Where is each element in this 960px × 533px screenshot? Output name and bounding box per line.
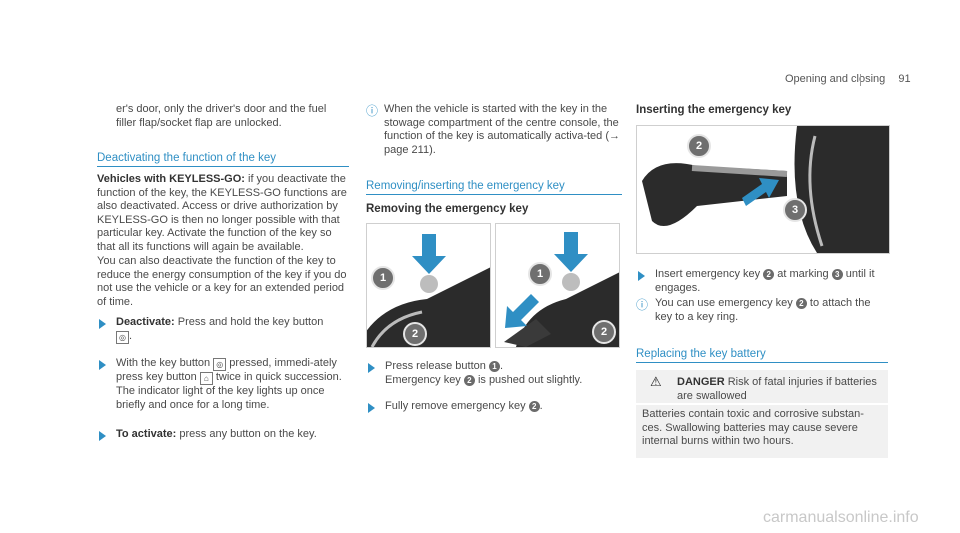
keyless-go-paragraph: Vehicles with KEYLESS-GO: if you deactiv… bbox=[97, 173, 349, 255]
step2-c: twice in quick succession. bbox=[215, 371, 342, 383]
key-ring-note: You can use emergency key 2 to attach th… bbox=[655, 297, 887, 324]
key-illustration bbox=[367, 234, 490, 347]
info-icon: ⓘ bbox=[636, 298, 649, 312]
callout-1: 1 bbox=[528, 262, 552, 286]
step2-d: The indicator light of the key lights up… bbox=[116, 385, 325, 411]
deactivate-text: Press and hold the key button bbox=[177, 316, 324, 328]
insert-c: until it engages. bbox=[655, 268, 875, 294]
page-header: Opening and closing 91 bbox=[785, 73, 911, 85]
energy-paragraph: You can also deactivate the function of … bbox=[97, 255, 347, 308]
marker-2: 2 bbox=[528, 401, 540, 412]
remove-fully-step: Fully remove emergency key 2. bbox=[385, 400, 543, 412]
activate-text: press any button on the key. bbox=[179, 428, 317, 440]
marker-2: 2 bbox=[463, 374, 475, 386]
trunk-icon: ⌂ bbox=[199, 372, 213, 385]
insert-a: Insert emergency key bbox=[655, 268, 761, 280]
press-release-step: Press release button 1. Emergency key 2 … bbox=[385, 360, 583, 386]
insert-b: at marking bbox=[777, 268, 829, 280]
callout-2: 2 bbox=[687, 134, 711, 158]
step-arrow-icon bbox=[99, 431, 106, 441]
callout-2: 2 bbox=[403, 322, 427, 346]
page-number: 91 bbox=[898, 73, 911, 85]
step-arrow-icon bbox=[99, 360, 106, 370]
auto-activate-note: When the vehicle is started with the key… bbox=[384, 103, 620, 156]
step2-a: With the key button bbox=[116, 357, 211, 369]
step1-b: Emergency key bbox=[385, 373, 461, 386]
danger-title: Risk of fatal injuries if batteries are … bbox=[677, 376, 877, 402]
step-arrow-icon bbox=[368, 403, 375, 413]
header-divider bbox=[860, 74, 861, 86]
note-a: You can use emergency key bbox=[655, 297, 793, 309]
step-arrow-icon bbox=[638, 271, 645, 281]
insert-key-photo: 2 3 bbox=[636, 125, 890, 254]
info-icon: ⓘ bbox=[366, 104, 379, 118]
danger-box: ⚠ DANGER Risk of fatal injuries if batte… bbox=[636, 370, 888, 458]
step2-b: pressed, immedi-ately press key button bbox=[116, 357, 337, 383]
remove-key-photo-1: 1 2 bbox=[366, 223, 491, 348]
step-arrow-icon bbox=[99, 319, 106, 329]
double-press-step: With the key button ◎ pressed, immedi-at… bbox=[116, 357, 348, 412]
insert-step: Insert emergency key 2 at marking 3 unti… bbox=[655, 268, 887, 295]
callout-3: 3 bbox=[783, 198, 807, 222]
marker-3: 3 bbox=[831, 269, 843, 280]
remove-key-photo-2: 1 2 bbox=[495, 223, 620, 348]
marker-2: 2 bbox=[795, 298, 807, 309]
activate-step: To activate: press any button on the key… bbox=[116, 428, 348, 442]
danger-divider bbox=[636, 403, 888, 405]
marker-2: 2 bbox=[763, 269, 775, 280]
step1-c: is pushed out slightly. bbox=[477, 373, 583, 386]
deactivate-step: Deactivate: Press and hold the key butto… bbox=[116, 316, 324, 344]
note-b: to attach the key to a key ring. bbox=[655, 297, 871, 323]
step1-text: Press release button bbox=[385, 360, 486, 372]
danger-text: Batteries contain toxic and corrosive su… bbox=[642, 408, 864, 448]
section-title-removing-inserting: Removing/inserting the emergency key bbox=[366, 180, 622, 195]
danger-heading: DANGER Risk of fatal injuries if batteri… bbox=[677, 376, 882, 403]
unlock-icon: ◎ bbox=[213, 358, 227, 371]
callout-2: 2 bbox=[592, 320, 616, 344]
inserting-subtitle: Inserting the emergency key bbox=[636, 104, 792, 116]
callout-1: 1 bbox=[371, 266, 395, 290]
marker-1: 1 bbox=[488, 361, 500, 372]
deactivate-label: Deactivate: bbox=[116, 316, 175, 328]
key-illustration bbox=[642, 126, 889, 253]
keyless-go-lead: Vehicles with KEYLESS-GO: bbox=[97, 173, 245, 185]
section-title-deactivating: Deactivating the function of the key bbox=[97, 152, 349, 167]
header-section: Opening and closing bbox=[785, 73, 886, 85]
danger-header: ⚠ DANGER Risk of fatal injuries if batte… bbox=[636, 370, 888, 403]
danger-label: DANGER bbox=[677, 376, 725, 388]
intro-text: er's door, only the driver's door and th… bbox=[116, 103, 327, 129]
watermark: carmanualsonline.info bbox=[763, 509, 919, 526]
step2-text: Fully remove emergency key bbox=[385, 400, 526, 412]
warning-triangle-icon: ⚠ bbox=[650, 374, 662, 389]
unlock-icon: ◎ bbox=[116, 330, 129, 344]
step-arrow-icon bbox=[368, 363, 375, 373]
removing-subtitle: Removing the emergency key bbox=[366, 203, 529, 215]
section-title-battery: Replacing the key battery bbox=[636, 348, 888, 363]
keyless-go-text: if you deactivate the function of the ke… bbox=[97, 173, 347, 253]
activate-label: To activate: bbox=[116, 428, 177, 440]
